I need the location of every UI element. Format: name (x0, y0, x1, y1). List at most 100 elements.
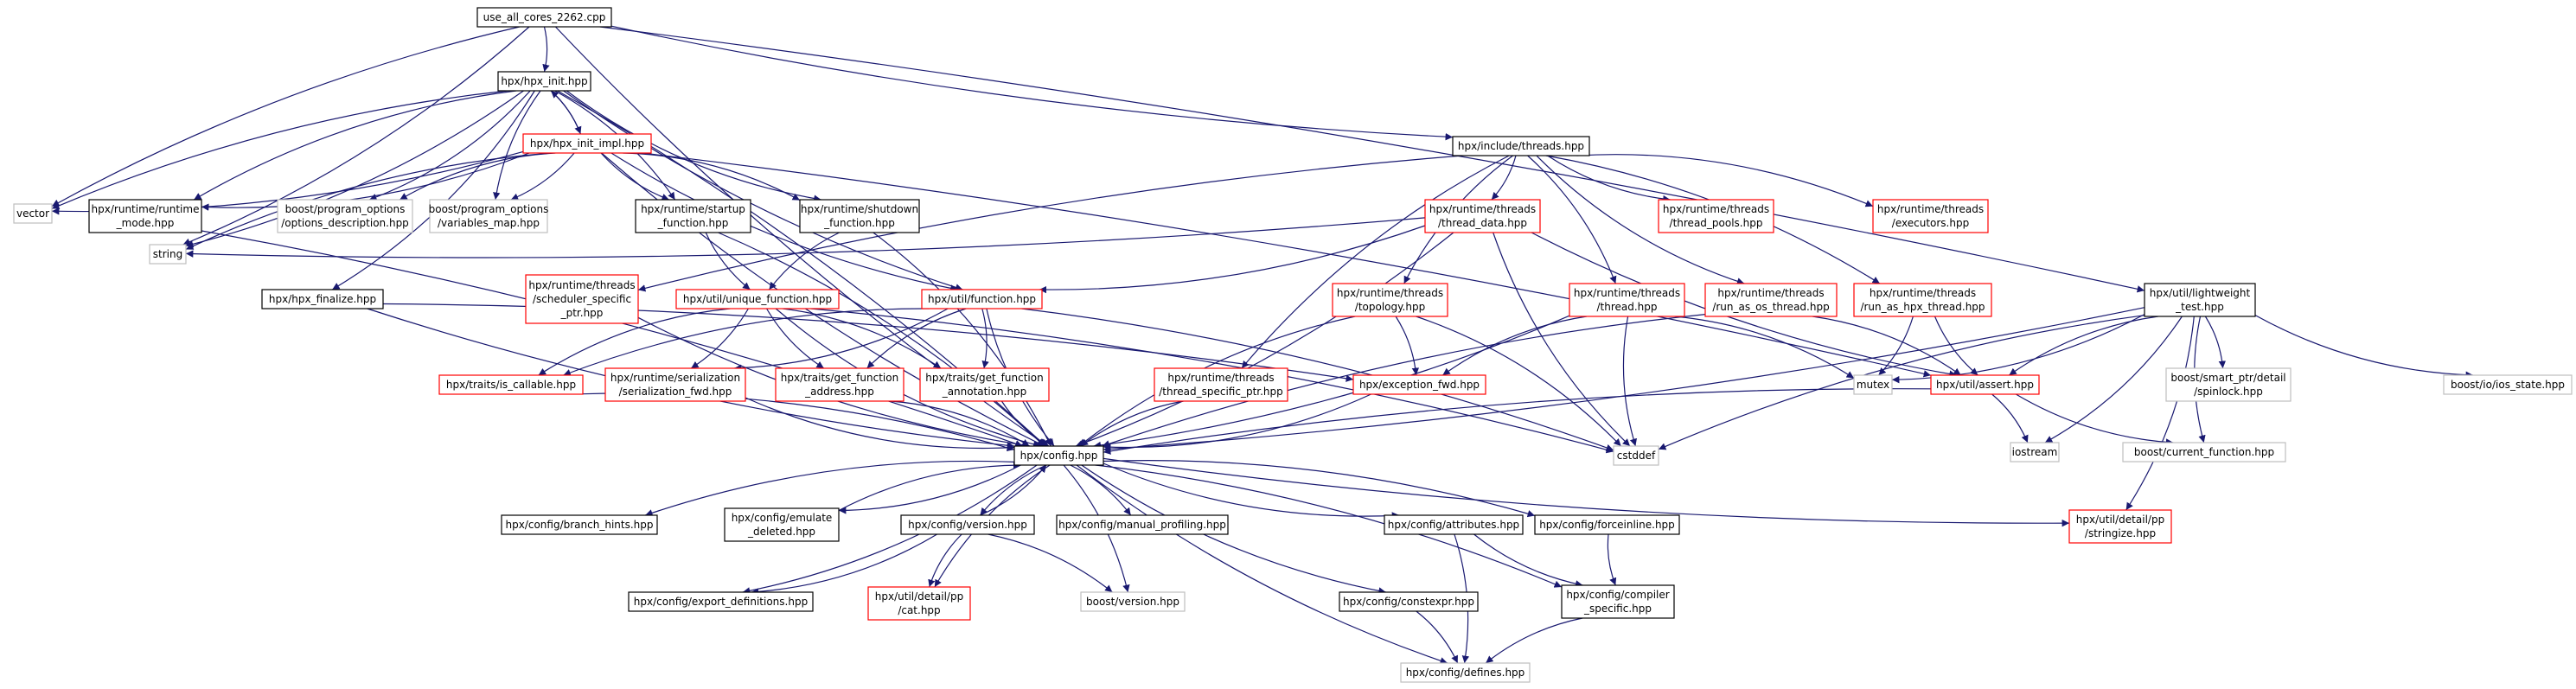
edge-include_threads-to-thread_pools (1547, 155, 1671, 203)
node-serialization-fwd[interactable]: hpx/runtime/serialization/serialization_… (604, 367, 746, 402)
edge-topology-to-cstddef (1416, 316, 1622, 447)
node-stringize[interactable]: hpx/util/detail/pp/stringize.hpp (2068, 509, 2172, 544)
node-string: string (149, 244, 187, 265)
node-attributes[interactable]: hpx/config/attributes.hpp (1384, 514, 1524, 535)
node-thread-data[interactable]: hpx/runtime/threads/thread_data.hpp (1424, 199, 1541, 233)
edge-get_function_address-to-config (890, 400, 1030, 447)
edge-lightweight_test-to-smart_ptr_spinlock (2204, 316, 2227, 369)
edge-include_threads-to-scheduler_specific (637, 155, 1463, 292)
node-label: hpx/runtime/threads (1877, 203, 1984, 215)
node-unique-function[interactable]: hpx/util/unique_function.hpp (675, 289, 840, 309)
node-root[interactable]: use_all_cores_2262.cpp (476, 7, 612, 28)
node-cstddef: cstddef (1613, 445, 1659, 466)
edge-config-to-forceinline (1103, 460, 1536, 518)
node-box (88, 199, 202, 233)
node-box (919, 367, 1050, 402)
node-box (867, 586, 971, 621)
node-export-definitions[interactable]: hpx/config/export_definitions.hpp (628, 591, 814, 612)
edge-thread_hpp-to-mutex (1674, 316, 1855, 379)
node-label: hpx/util/assert.hpp (1936, 379, 2034, 391)
node-box (1872, 199, 1989, 233)
edge-hpx_init_impl-to-startup_function (600, 152, 670, 201)
edge-compiler_specific-to-config_defines (1485, 617, 1583, 664)
node-hpx-init-impl[interactable]: hpx/hpx_init_impl.hpp (522, 133, 652, 154)
edge-root-to-lightweight_test (599, 26, 2145, 293)
node-label: iostream (2012, 446, 2058, 458)
node-box (2068, 509, 2172, 544)
node-config-version[interactable]: hpx/config/version.hpp (900, 514, 1035, 535)
node-label: /thread.hpp (1596, 301, 1657, 313)
node-label: /executors.hpp (1892, 217, 1969, 229)
node-exception-fwd[interactable]: hpx/exception_fwd.hpp (1352, 374, 1486, 395)
edge-hpx_init-to-string (185, 90, 524, 248)
node-box (1853, 283, 1992, 317)
edge-thread_data-to-util_assert (1531, 232, 1957, 378)
node-box (2443, 374, 2573, 395)
node-is-callable[interactable]: hpx/traits/is_callable.hpp (438, 374, 584, 395)
node-lightweight-test[interactable]: hpx/util/lightweight_test.hpp (2144, 283, 2256, 317)
node-branch-hints[interactable]: hpx/config/branch_hints.hpp (501, 514, 658, 535)
node-vector: vector (13, 203, 53, 224)
node-forceinline[interactable]: hpx/config/forceinline.hpp (1534, 514, 1680, 535)
node-label: hpx/util/lightweight (2150, 287, 2251, 299)
node-compiler-specific[interactable]: hpx/config/compiler_specific.hpp (1561, 584, 1675, 619)
node-get-function-annotation[interactable]: hpx/traits/get_function_annotation.hpp (919, 367, 1050, 402)
edge-thread_specific_ptr-to-config (1080, 400, 1184, 447)
node-util-assert[interactable]: hpx/util/assert.hpp (1930, 374, 2040, 395)
node-include-threads[interactable]: hpx/include/threads.hpp (1452, 136, 1590, 156)
edge-hpx_init_impl-to-variables_map (510, 152, 575, 201)
node-box (522, 133, 652, 154)
node-runtime-mode[interactable]: hpx/runtime/runtime_mode.hpp (88, 199, 202, 233)
node-mutex: mutex (1853, 374, 1893, 395)
edge-include_threads-to-executors (1576, 154, 1874, 207)
node-label: hpx/include/threads.hpp (1458, 140, 1584, 152)
node-pp-cat[interactable]: hpx/util/detail/pp/cat.hpp (867, 586, 971, 621)
node-label: hpx/util/detail/pp (875, 590, 963, 603)
edge-attributes-to-compiler_specific (1473, 533, 1583, 588)
node-topology[interactable]: hpx/runtime/threads/topology.hpp (1332, 283, 1448, 317)
node-startup-function[interactable]: hpx/runtime/startup_function.hpp (635, 199, 751, 233)
node-executors[interactable]: hpx/runtime/threads/executors.hpp (1872, 199, 1989, 233)
node-label: /run_as_hpx_thread.hpp (1860, 301, 1985, 313)
node-box (799, 199, 920, 233)
node-box (1352, 374, 1486, 395)
node-manual-profiling[interactable]: hpx/config/manual_profiling.hpp (1056, 514, 1229, 535)
node-options-description: boost/program_options/options_descriptio… (277, 199, 413, 233)
node-box (2144, 283, 2256, 317)
node-util-function[interactable]: hpx/util/function.hpp (921, 289, 1043, 309)
node-thread-pools[interactable]: hpx/runtime/threads/thread_pools.hpp (1658, 199, 1774, 233)
edge-root-to-string (182, 26, 530, 246)
node-label: boost/program_options (429, 203, 549, 215)
edge-thread_data-to-util_function (1039, 225, 1426, 294)
edge-config-to-config_defines (1076, 464, 1448, 665)
node-label: hpx/hpx_init.hpp (501, 75, 587, 87)
edge-forceinline-to-compiler_specific (1607, 533, 1617, 586)
node-variables-map: boost/program_options/variables_map.hpp (429, 199, 549, 233)
node-hpx-finalize[interactable]: hpx/hpx_finalize.hpp (261, 289, 384, 309)
node-hpx-init[interactable]: hpx/hpx_init.hpp (497, 71, 591, 92)
edge-serialization_fwd-to-config (745, 397, 1015, 452)
edge-unique_function-to-get_function_annotation (783, 308, 942, 369)
node-box (724, 507, 840, 542)
edge-config-to-compiler_specific (1095, 464, 1563, 588)
edge-thread_hpp-to-cstddef (1622, 316, 1637, 447)
node-box (149, 244, 187, 265)
node-thread-hpp[interactable]: hpx/runtime/threads/thread.hpp (1569, 283, 1685, 317)
node-run-as-os-thread[interactable]: hpx/runtime/threads/run_as_os_thread.hpp (1704, 283, 1838, 317)
node-emulate-deleted[interactable]: hpx/config/emulate_deleted.hpp (724, 507, 840, 542)
node-box (604, 367, 746, 402)
node-constexpr[interactable]: hpx/config/constexpr.hpp (1339, 591, 1479, 612)
node-run-as-hpx-thread[interactable]: hpx/runtime/threads/run_as_hpx_thread.hp… (1853, 283, 1992, 317)
edge-root-to-hpx_init (542, 26, 550, 73)
node-thread-specific-ptr[interactable]: hpx/runtime/threads/thread_specific_ptr.… (1154, 367, 1288, 402)
node-box (2122, 442, 2286, 463)
node-label: hpx/exception_fwd.hpp (1359, 379, 1480, 391)
node-shutdown-function[interactable]: hpx/runtime/shutdown_function.hpp (799, 199, 920, 233)
node-config[interactable]: hpx/config.hpp (1013, 445, 1104, 466)
node-get-function-address[interactable]: hpx/traits/get_function_address.hpp (775, 367, 904, 402)
edge-run_as_hpx_thread-to-mutex (1878, 316, 1914, 376)
edge-hpx_init-to-variables_map (493, 90, 541, 201)
edge-config-to-emulate_deleted (838, 464, 1021, 514)
node-scheduler-specific[interactable]: hpx/runtime/threads/scheduler_specific_p… (525, 274, 639, 324)
